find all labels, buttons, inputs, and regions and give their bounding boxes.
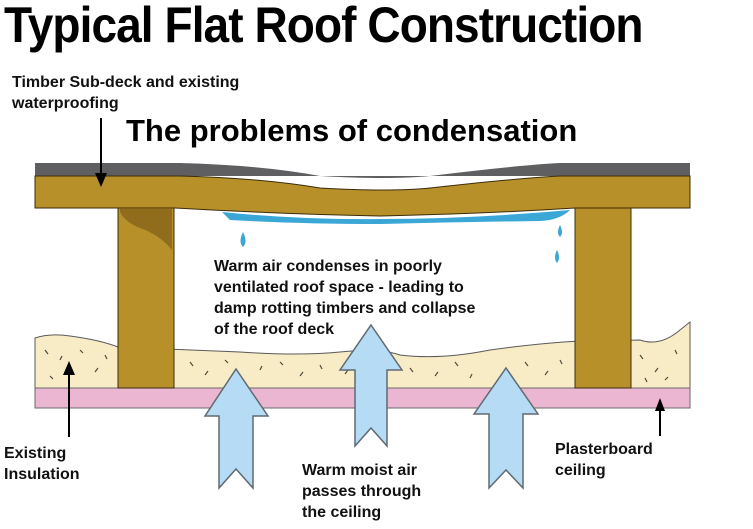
- label-insulation: Existing Insulation: [4, 443, 80, 485]
- up-arrow-icon: [472, 366, 540, 490]
- arrow-up-icon: [63, 361, 75, 375]
- label-line: waterproofing: [12, 95, 119, 112]
- label-line: Plasterboard: [555, 441, 653, 458]
- up-arrow-icon: [338, 323, 404, 448]
- waterproofing-layer: [35, 163, 690, 178]
- label-line: Warm air condenses in poorly: [214, 258, 442, 275]
- label-line: Insulation: [4, 466, 80, 483]
- label-line: passes through: [302, 483, 422, 500]
- joist-rot-stain: [120, 209, 172, 250]
- label-moist-air: Warm moist air passes through the ceilin…: [302, 460, 421, 523]
- pointer-arrows: [63, 118, 665, 437]
- label-line: damp rotting timbers and collapse: [214, 300, 476, 317]
- diagram-subtitle: The problems of condensation: [126, 113, 578, 148]
- condensation-water: [222, 210, 570, 224]
- insulation-texture: [44, 349, 678, 383]
- water-drop-icon: [240, 232, 246, 247]
- warm-air-arrows: [203, 323, 540, 490]
- timber-subdeck: [34, 175, 691, 217]
- water-drop-icon: [555, 250, 559, 263]
- label-line: Existing: [4, 445, 67, 462]
- label-line: Warm moist air: [302, 462, 417, 479]
- label-condensation: Warm air condenses in poorly ventilated …: [214, 256, 475, 340]
- label-line: of the roof deck: [214, 321, 335, 338]
- diagram-title: Typical Flat Roof Construction: [4, 0, 643, 53]
- arrow-down-icon: [95, 173, 107, 187]
- label-timber-subdeck: Timber Sub-deck and existing waterproofi…: [12, 72, 239, 114]
- label-plasterboard: Plasterboard ceiling: [555, 439, 653, 481]
- arrow-up-icon: [655, 398, 665, 411]
- timber-joist-right: [574, 207, 632, 389]
- label-line: ventilated roof space - leading to: [214, 279, 464, 296]
- up-arrow-icon: [203, 367, 270, 490]
- water-drop-icon: [558, 225, 562, 237]
- label-line: the ceiling: [302, 504, 382, 521]
- label-line: Timber Sub-deck and existing: [12, 74, 240, 91]
- label-line: ceiling: [555, 462, 606, 479]
